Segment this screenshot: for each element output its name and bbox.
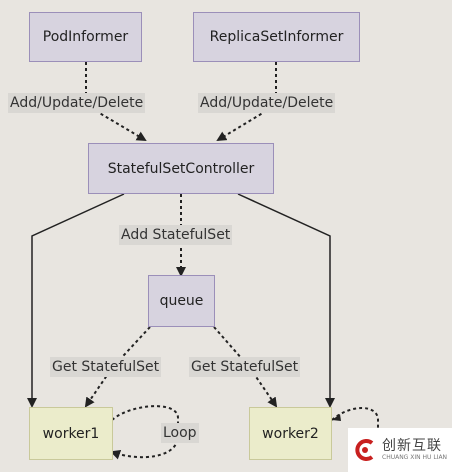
edge-worker2-loop (331, 407, 379, 436)
edge-label-controller-to-queue: Add StatefulSet (119, 225, 233, 245)
worker2-node: worker2 (249, 407, 332, 460)
brand-logo-icon (355, 439, 374, 461)
edge-controller-to-worker2 (237, 193, 335, 408)
worker1-label: worker1 (42, 425, 100, 442)
edge-worker1-loop (110, 405, 179, 460)
edge-label-queue-to-worker2: Get StatefulSet (189, 357, 301, 377)
worker1-node: worker1 (29, 407, 113, 460)
edge-worker2-loop-arrowhead (332, 414, 341, 421)
replicaset-informer-label: ReplicaSetInformer (209, 29, 344, 45)
controller-node: StatefulSetController (88, 143, 274, 194)
controller-label: StatefulSetController (107, 160, 255, 177)
edge-label-worker1-loop: Loop (161, 423, 199, 443)
edge-label-rs-to-controller: Add/Update/Delete (198, 93, 336, 113)
edge-controller-to-worker1 (27, 193, 125, 408)
watermark-name-cn: 创新互联 (382, 438, 442, 454)
pod-informer-node: PodInformer (29, 12, 142, 62)
watermark: 创新互联 CHUANG XIN HU LIAN (348, 428, 452, 472)
queue-label: queue (159, 293, 204, 309)
worker2-label: worker2 (262, 425, 319, 442)
edge-label-pod-to-controller: Add/Update/Delete (8, 93, 146, 113)
queue-node: queue (148, 275, 215, 327)
replicaset-informer-node: ReplicaSetInformer (193, 12, 360, 62)
pod-informer-label: PodInformer (42, 29, 129, 45)
watermark-name-en: CHUANG XIN HU LIAN (382, 454, 448, 461)
edge-label-queue-to-worker1: Get StatefulSet (50, 357, 162, 377)
